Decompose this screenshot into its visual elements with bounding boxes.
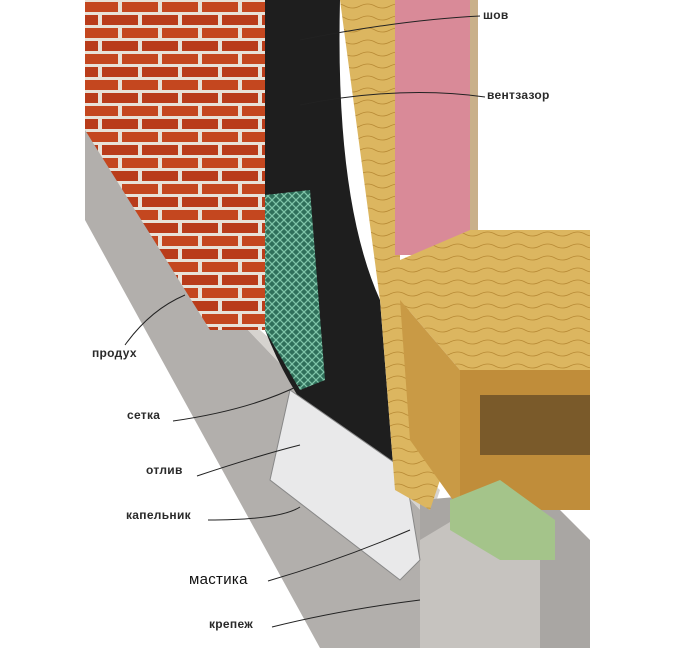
- label-vent-gap: вентзазор: [487, 88, 550, 102]
- label-flashing: отлив: [146, 463, 183, 477]
- label-mastic: мастика: [189, 571, 248, 588]
- label-vent-hole: продух: [92, 346, 137, 360]
- label-drip-edge: капельник: [126, 508, 191, 522]
- label-fastener: крепеж: [209, 617, 254, 631]
- mesh: [265, 190, 325, 390]
- leader-lines: [124, 15, 486, 628]
- label-mesh: сетка: [127, 408, 161, 422]
- flashing: [269, 389, 421, 581]
- insulation: [395, 0, 470, 255]
- label-seam: шов: [483, 8, 509, 22]
- floor-slab: [400, 230, 590, 370]
- sill-block: [450, 480, 555, 560]
